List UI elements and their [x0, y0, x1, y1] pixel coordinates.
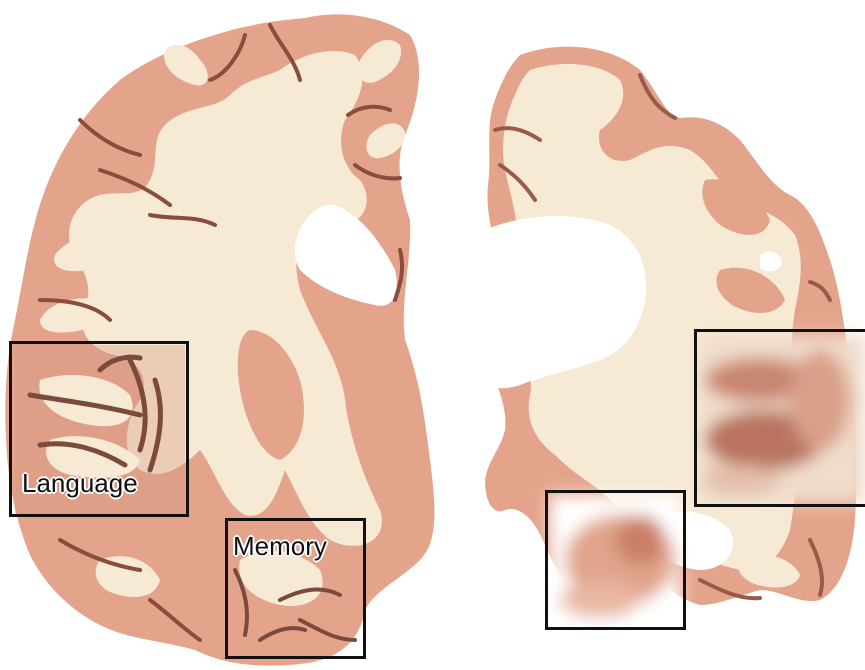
memory-label: Memory	[233, 531, 327, 562]
language-label: Language	[22, 468, 138, 499]
language-box-alzheimer	[694, 329, 865, 507]
memory-box-alzheimer	[545, 490, 686, 630]
healthy-hemisphere	[5, 14, 434, 665]
